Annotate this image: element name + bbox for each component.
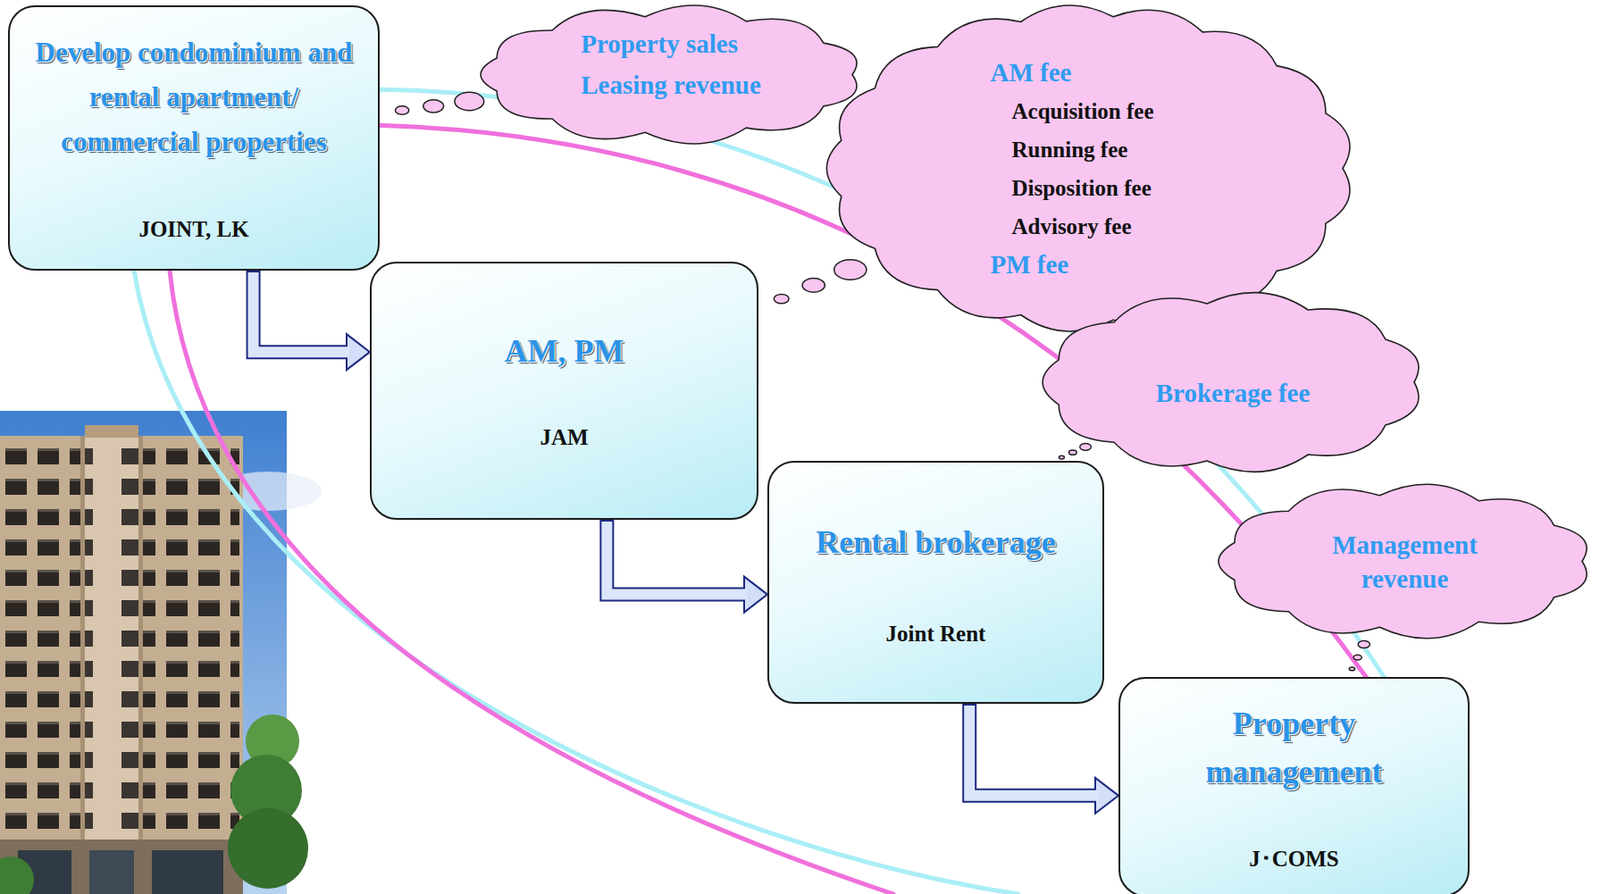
flow-arrow xyxy=(253,270,370,370)
text-group: Develop condominium and rental apartment… xyxy=(16,30,371,243)
thought-bubble xyxy=(1348,667,1355,671)
thought-bubbles xyxy=(395,92,485,115)
arrow-body xyxy=(969,705,1098,796)
arrow-body xyxy=(606,521,747,595)
company-name: JOINT, LK xyxy=(138,216,249,243)
thought-bubble xyxy=(802,278,825,294)
building-photo xyxy=(0,410,322,894)
revenue-cloud: Brokerage fee xyxy=(1036,287,1430,478)
cloud-shape xyxy=(821,0,1358,336)
thought-bubble xyxy=(834,259,867,280)
thought-bubble xyxy=(1353,654,1362,661)
revenue-label: Management revenue xyxy=(1298,527,1513,596)
revenue-label: Leasing revenue xyxy=(580,64,762,106)
thought-bubble xyxy=(1080,443,1092,452)
text-group: Rental brokerageJoint Rent xyxy=(815,522,1056,648)
revenue-label: Advisory fee xyxy=(1011,207,1131,246)
business-box: Rental brokerageJoint Rent xyxy=(767,460,1105,704)
revenue-label: Brokerage fee xyxy=(1156,375,1311,411)
business-title: AM, PM xyxy=(504,331,625,371)
arrow-head xyxy=(744,577,768,613)
revenue-cloud: AM feeAcquisition feeRunning feeDisposit… xyxy=(821,0,1358,336)
arrow-outline xyxy=(969,703,1097,796)
thought-bubbles xyxy=(1058,443,1091,461)
arrow-outline xyxy=(253,270,348,352)
business-title: Develop condominium and rental apartment… xyxy=(16,30,371,165)
revenue-label: Property sales xyxy=(580,23,738,65)
cloud-outline xyxy=(1042,293,1419,473)
thought-bubble xyxy=(773,293,789,303)
cloud-shape xyxy=(1212,479,1598,644)
text-group: Management revenue xyxy=(1298,527,1513,596)
arrow-head xyxy=(1095,778,1119,814)
business-title: Property management xyxy=(1164,699,1425,796)
revenue-label: Running fee xyxy=(1011,130,1128,169)
business-box: AM, PM JAM xyxy=(369,261,759,520)
business-box: Property managementJ･COMS xyxy=(1118,677,1470,894)
business-box: Develop condominium and rental apartment… xyxy=(8,5,380,271)
revenue-label: PM fee xyxy=(989,245,1069,285)
text-group: Property managementJ･COMS xyxy=(1164,699,1425,873)
thought-bubbles xyxy=(1348,640,1370,671)
text-group: Brokerage fee xyxy=(1156,375,1311,411)
text-group: AM feeAcquisition feeRunning feeDisposit… xyxy=(989,53,1154,285)
business-title: Rental brokerage xyxy=(815,522,1056,562)
thought-bubble xyxy=(1068,450,1077,455)
revenue-cloud: Property salesLeasing revenue xyxy=(474,0,868,149)
company-name: Joint Rent xyxy=(886,620,987,648)
flow-arrow xyxy=(606,519,768,613)
thought-bubble xyxy=(454,92,485,110)
flow-arrow xyxy=(969,703,1119,814)
text-group: AM, PM JAM xyxy=(504,331,625,452)
arrow-outline xyxy=(606,519,746,595)
cloud-outline xyxy=(826,5,1350,332)
thought-bubbles xyxy=(773,259,867,304)
revenue-cloud: Management revenue xyxy=(1212,479,1598,644)
thought-bubble xyxy=(395,106,410,115)
company-name: J･COMS xyxy=(1248,846,1340,873)
thought-bubble xyxy=(1357,640,1370,648)
arrow-body xyxy=(253,272,350,352)
cloud-outline xyxy=(480,5,857,144)
revenue-label: Acquisition fee xyxy=(1011,92,1154,131)
text-group: Property salesLeasing revenue xyxy=(580,23,762,106)
thought-bubble xyxy=(1058,455,1064,460)
revenue-label: Disposition fee xyxy=(1011,168,1151,208)
thought-bubble xyxy=(423,100,444,113)
arrow-head xyxy=(346,334,370,370)
revenue-label: AM fee xyxy=(989,53,1072,93)
cloud-outline xyxy=(1218,484,1587,639)
company-name: JAM xyxy=(539,424,588,452)
